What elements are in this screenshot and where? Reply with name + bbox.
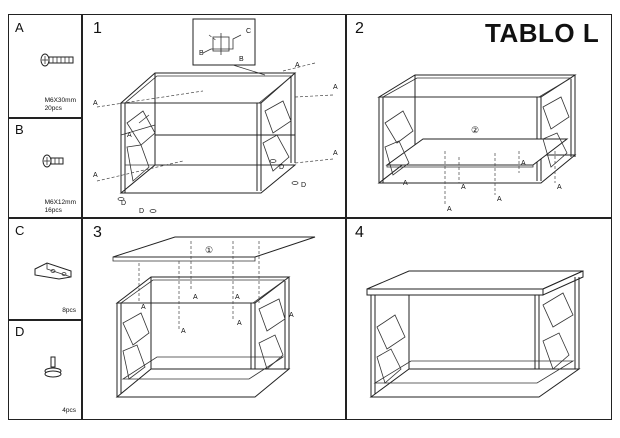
part-b-count: 16pcs	[44, 206, 62, 214]
callout-d-4: D	[139, 208, 144, 215]
product-title: TABLO L	[485, 18, 600, 48]
screw-short-icon	[42, 154, 64, 168]
part-a-spec: M6X30mm 20pcs	[45, 97, 76, 112]
bracket-icon	[34, 262, 72, 280]
callout-a-9: A	[497, 196, 502, 203]
callout-a-12: A	[403, 180, 408, 187]
step-4-panel: 4	[346, 218, 612, 420]
step-1-number: 1	[93, 20, 102, 37]
callout-a-15: A	[235, 294, 240, 301]
callout-a-5: A	[333, 150, 338, 157]
foot-pad-icon	[44, 356, 62, 378]
step-2-panel: 2 TABLO L ② A A A A A A	[346, 14, 612, 218]
step-2-drawing: ② A A A A A A	[377, 74, 577, 213]
part-b-size: M6X12mm	[44, 199, 76, 206]
callout-d-2: D	[301, 182, 306, 189]
part-b-panel: B M6X12mm 16pcs	[8, 118, 82, 218]
top-part-marker: ①	[205, 245, 213, 255]
callout-d-1: D	[279, 164, 284, 171]
step-3-drawing: ① A A A A A A	[112, 236, 316, 398]
callout-a-18: A	[289, 312, 294, 319]
part-a-letter: A	[15, 20, 24, 35]
part-a-size: M6X30mm	[44, 97, 76, 104]
part-d-count: 4pcs	[62, 407, 76, 414]
step-1-drawing: C B B A A A A A A D D D D	[93, 18, 338, 215]
callout-a-2: A	[295, 62, 300, 69]
step-4-number: 4	[355, 224, 364, 241]
callout-a-13: A	[141, 304, 146, 311]
callout-b-1: B	[199, 50, 204, 57]
callout-a-7: A	[447, 206, 452, 213]
callout-b-2: B	[239, 56, 244, 63]
callout-a-17: A	[237, 320, 242, 327]
callout-a-4: A	[93, 172, 98, 179]
callout-a-10: A	[521, 160, 526, 167]
callout-a-8: A	[461, 184, 466, 191]
part-c-letter: C	[15, 223, 25, 238]
step-3-panel: 3 ① A A A A A A	[82, 218, 346, 420]
callout-a-14: A	[193, 294, 198, 301]
screw-long-icon	[40, 53, 74, 67]
part-b-letter: B	[15, 122, 24, 137]
part-c-panel: C 8pcs	[8, 218, 82, 320]
part-d-panel: D 4pcs	[8, 320, 82, 420]
part-c-count: 8pcs	[62, 307, 76, 314]
part-d-letter: D	[15, 324, 25, 339]
shelf-part-marker: ②	[471, 125, 479, 135]
callout-a-3: A	[333, 84, 338, 91]
part-a-count: 20pcs	[44, 104, 62, 112]
callout-a-16: A	[181, 328, 186, 335]
callout-a-1: A	[93, 100, 98, 107]
part-a-panel: A M6X30mm 20pcs	[8, 14, 82, 118]
step-2-number: 2	[355, 20, 364, 37]
step-3-number: 3	[93, 224, 102, 241]
part-b-spec: M6X12mm 16pcs	[45, 199, 76, 214]
step-4-drawing	[366, 270, 584, 398]
callout-a-6: A	[127, 132, 132, 139]
callout-d-3: D	[121, 200, 126, 207]
callout-c: C	[246, 28, 251, 35]
callout-a-11: A	[557, 184, 562, 191]
step-1-panel: 1 C B B A A A	[82, 14, 346, 218]
